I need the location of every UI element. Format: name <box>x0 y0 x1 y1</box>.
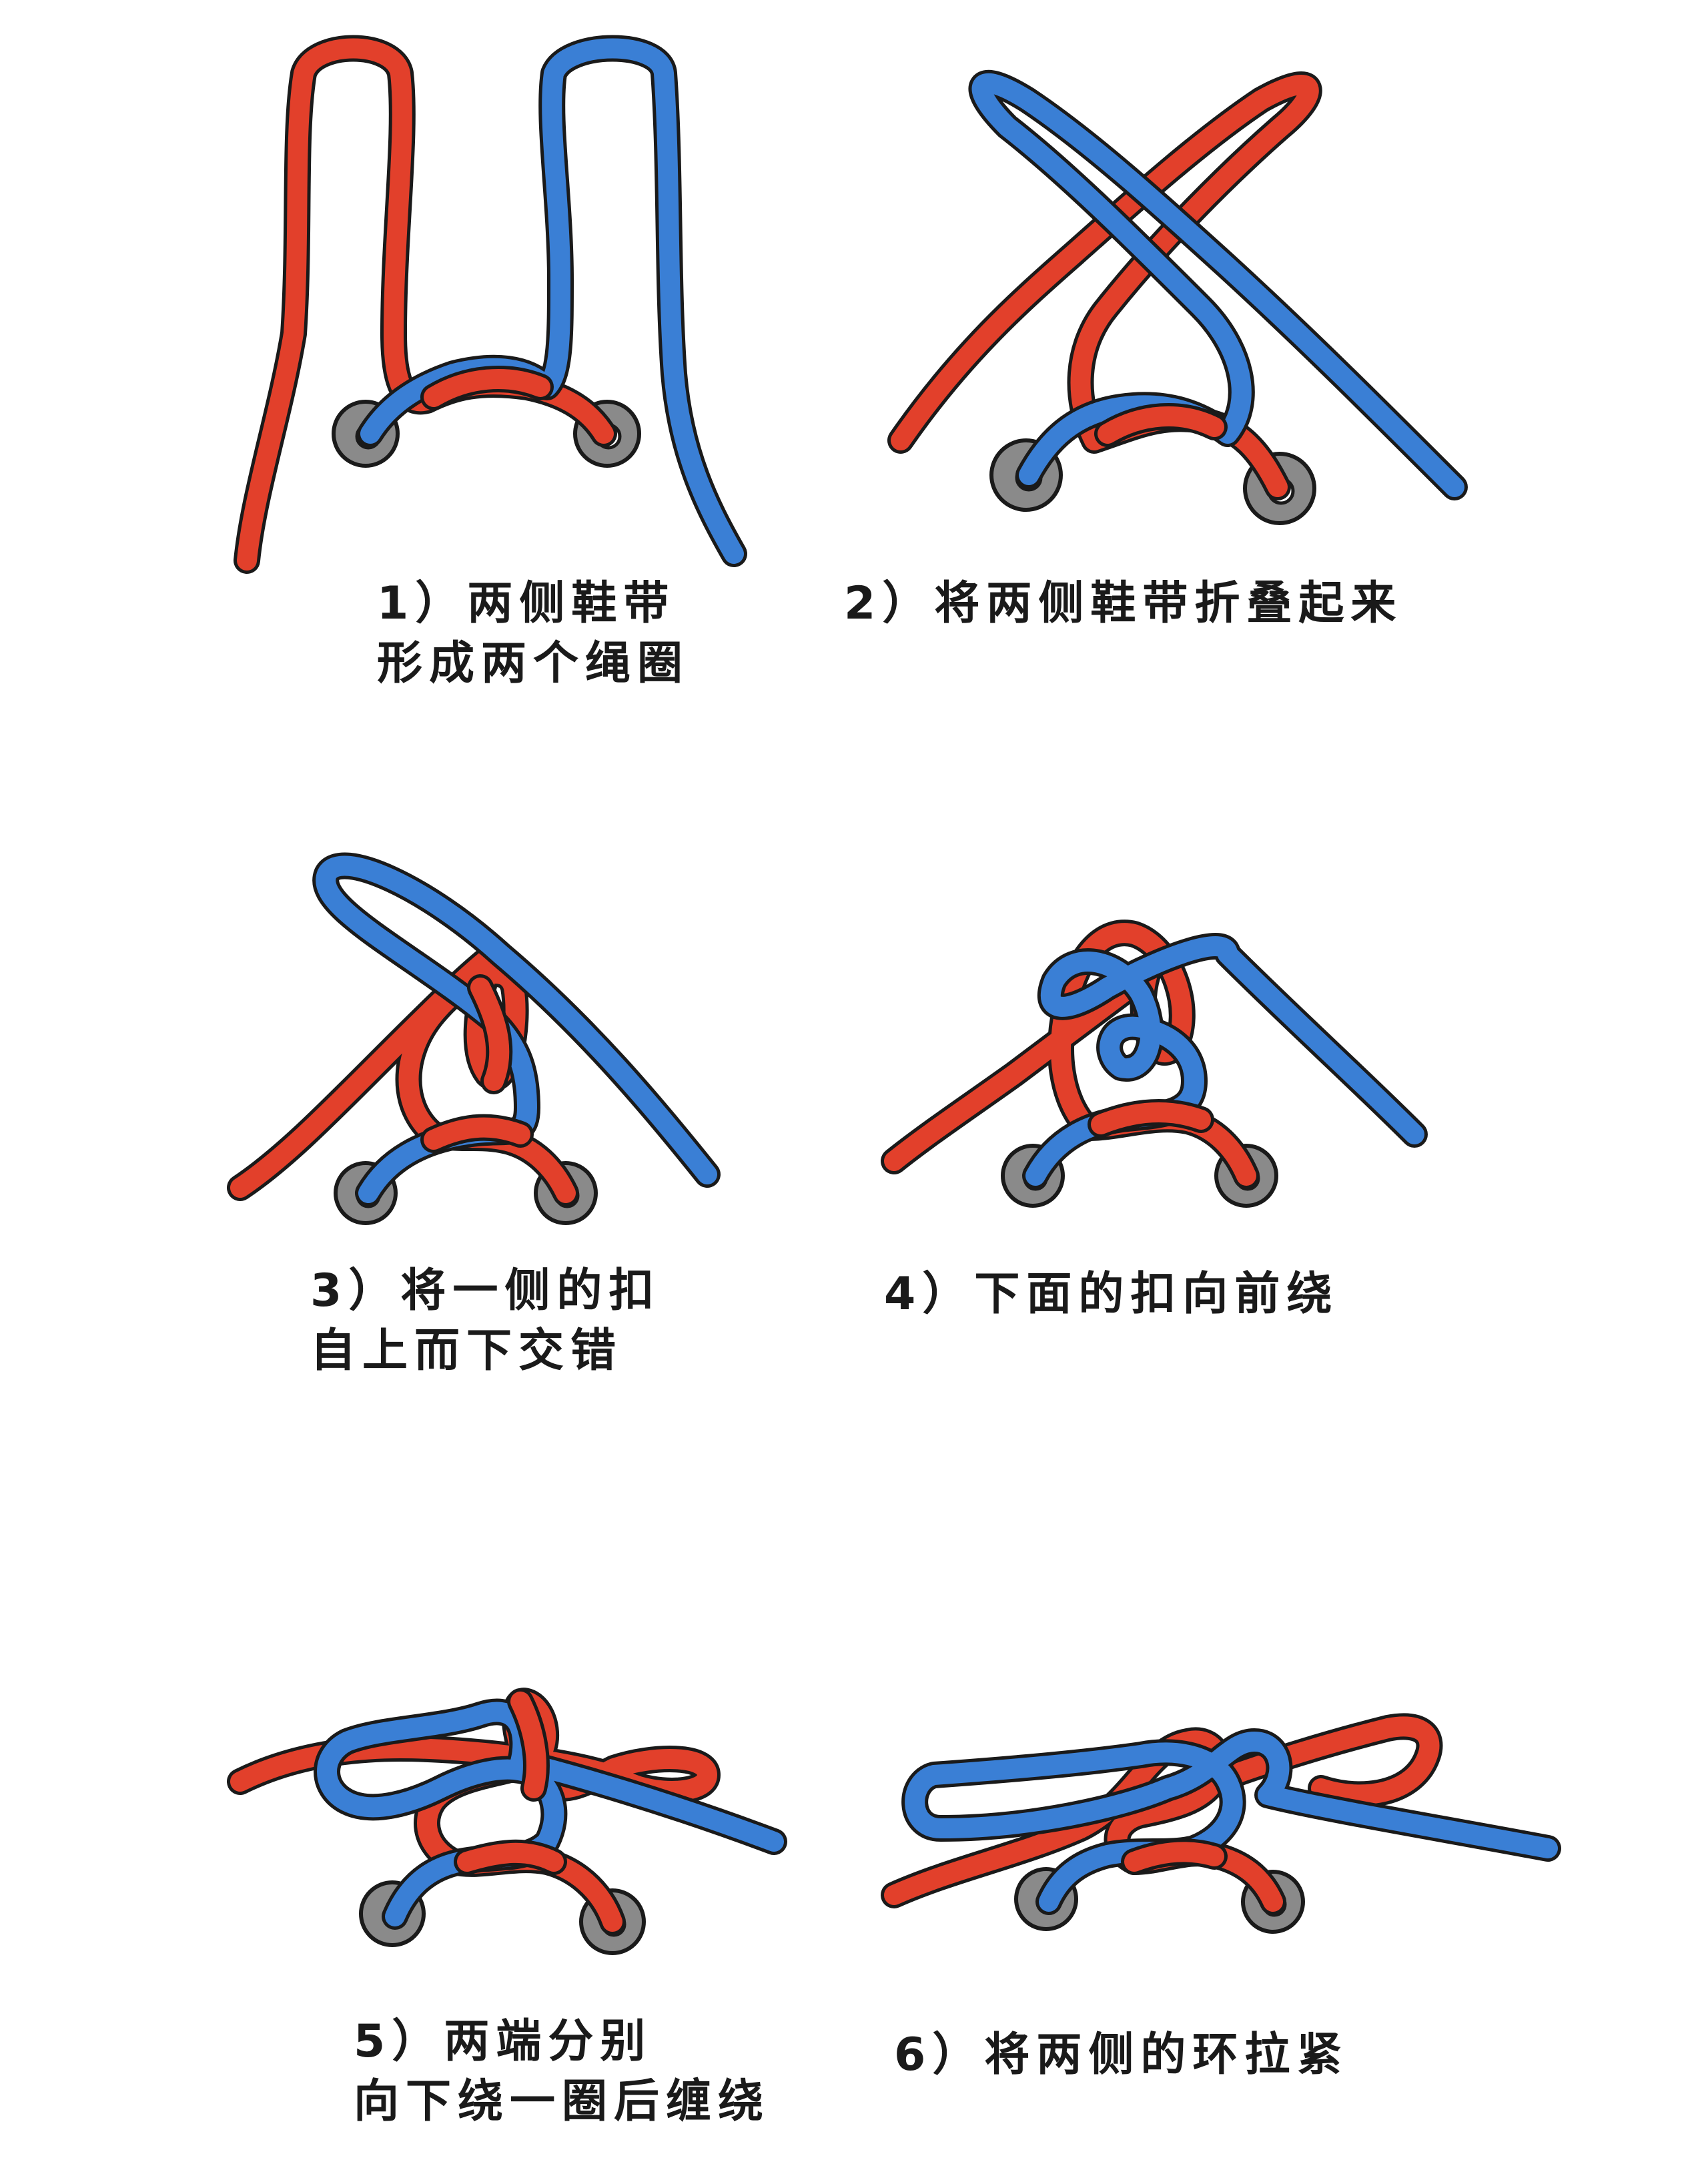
step-3: .ro { fill: none; stroke: #1a1a1a; strok… <box>0 734 854 1401</box>
step-1: .ro { fill: none; stroke: #1a1a1a; strok… <box>0 0 854 734</box>
step-5-line-2: 向下绕一圈后缠绕 <box>354 2075 771 2128</box>
step-4-number: 4） <box>884 1268 975 1321</box>
step-3-number: 3） <box>310 1264 401 1317</box>
blue-lace <box>901 1728 1561 1915</box>
step-3-line-2: 自上而下交错 <box>310 1325 623 1377</box>
step-4-illustration: .ro { fill: none; stroke: #1a1a1a; strok… <box>881 920 1428 1208</box>
step-3-line-1: 3）将一侧的扣 <box>310 1264 661 1317</box>
step-1-number: 1） <box>377 577 468 630</box>
step-5: .ro { fill: none; stroke: #1a1a1a; strok… <box>0 1401 854 2170</box>
step-1-line-1: 1）两侧鞋带 <box>377 577 676 630</box>
blue-lace <box>357 35 747 567</box>
step-6-illustration: .ro { fill: none; stroke: #1a1a1a; strok… <box>881 1713 1561 1934</box>
step-4-line-1: 4）下面的扣向前绕 <box>884 1268 1339 1321</box>
step-1-caption: 1）两侧鞋带 形成两个绳圈 <box>377 574 689 694</box>
step-4: .ro { fill: none; stroke: #1a1a1a; strok… <box>854 734 1708 1401</box>
step-6-number: 6） <box>894 2029 985 2081</box>
step-5-number: 5） <box>354 2015 444 2068</box>
step-6-line-1: 6）将两侧的环拉紧 <box>894 2029 1349 2081</box>
step-2: .ro { fill: none; stroke: #1a1a1a; strok… <box>844 0 1708 734</box>
step-2-caption: 2）将两侧鞋带折叠起来 <box>844 574 1402 634</box>
step-5-caption: 5）两端分别 向下绕一圈后缠绕 <box>354 2012 770 2132</box>
step-6-caption: 6）将两侧的环拉紧 <box>894 2025 1348 2085</box>
step-5-line-1: 5）两端分别 <box>354 2015 653 2068</box>
red-lace <box>227 1688 721 1935</box>
step-3-caption: 3）将一侧的扣 自上而下交错 <box>310 1261 661 1381</box>
step-1-illustration: .ro { fill: none; stroke: #1a1a1a; strok… <box>234 35 747 574</box>
step-2-line-1: 2）将两侧鞋带折叠起来 <box>844 577 1403 630</box>
step-6: .ro { fill: none; stroke: #1a1a1a; strok… <box>854 1401 1708 2170</box>
step-2-number: 2） <box>844 577 935 630</box>
step-2-illustration: .ro { fill: none; stroke: #1a1a1a; strok… <box>887 69 1468 525</box>
step-4-caption: 4）下面的扣向前绕 <box>884 1264 1338 1325</box>
step-3-illustration: .ro { fill: none; stroke: #1a1a1a; strok… <box>227 852 721 1225</box>
step-1-line-2: 形成两个绳圈 <box>377 637 690 690</box>
step-5-illustration: .ro { fill: none; stroke: #1a1a1a; strok… <box>227 1688 787 1955</box>
